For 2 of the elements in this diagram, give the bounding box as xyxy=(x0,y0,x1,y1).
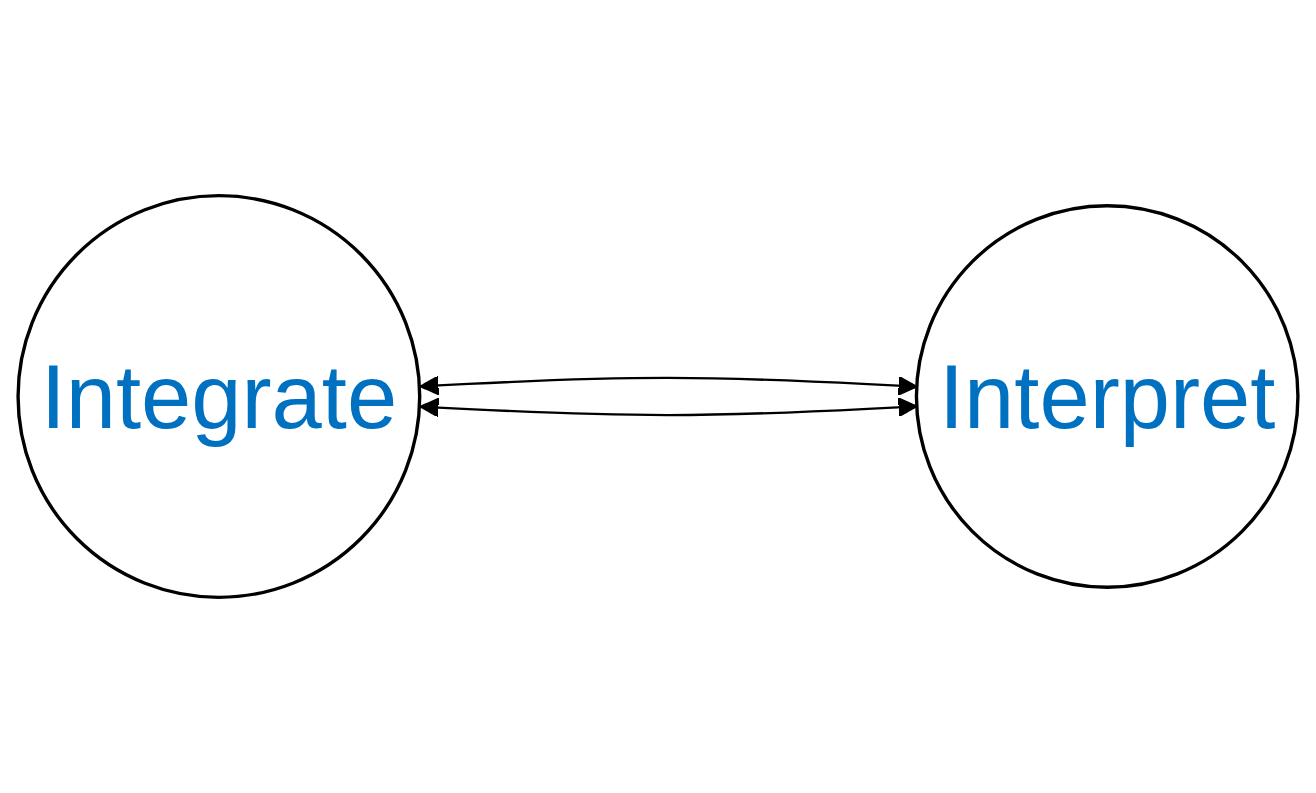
node-circle: Interpret xyxy=(914,204,1300,589)
node-circle: Integrate xyxy=(16,194,422,599)
